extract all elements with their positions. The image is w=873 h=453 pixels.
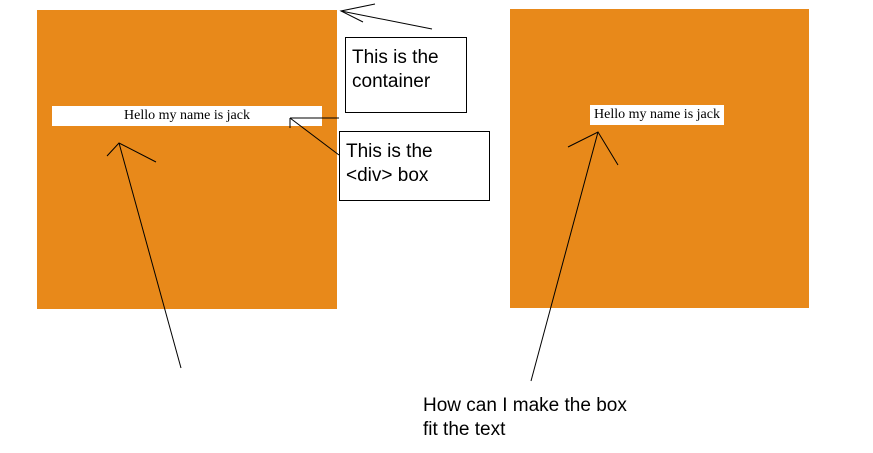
container-callout-line-1: This is the — [352, 47, 439, 68]
container-callout: This is the container — [345, 37, 467, 113]
div-box-callout-line-1: This is the — [346, 141, 433, 162]
full-width-div-box: Hello my name is jack — [52, 106, 322, 126]
question-line-1: How can I make the box — [423, 395, 627, 416]
question-text: How can I make the box fit the text — [423, 394, 627, 442]
div-box-callout: This is the <div> box — [339, 131, 490, 201]
fit-content-div-box: Hello my name is jack — [590, 105, 724, 125]
container-arrow-head — [339, 3, 376, 23]
right-container-box — [510, 9, 809, 308]
question-line-2: fit the text — [423, 419, 506, 440]
div-box-callout-line-2: <div> box — [346, 165, 429, 186]
container-callout-line-2: container — [352, 71, 431, 92]
container-arrow-shaft — [340, 10, 433, 30]
left-container-box — [37, 10, 337, 309]
